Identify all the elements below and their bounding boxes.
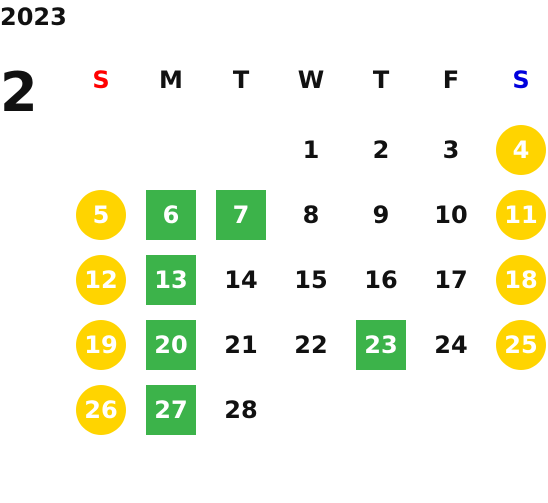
day-cell-16[interactable]: 16: [351, 255, 411, 305]
day-number: 25: [504, 331, 538, 359]
day-number: 28: [224, 396, 258, 424]
day-cell-19[interactable]: 19: [71, 320, 131, 370]
day-number: 22: [294, 331, 328, 359]
day-number: 6: [162, 201, 180, 229]
day-cell-15[interactable]: 15: [281, 255, 341, 305]
day-number: 9: [372, 201, 390, 229]
day-cell-18[interactable]: 18: [491, 255, 548, 305]
marked-box: [146, 320, 196, 370]
day-cell-8[interactable]: 8: [281, 190, 341, 240]
weekday-header-5: F: [442, 66, 460, 94]
day-number: 19: [84, 331, 118, 359]
day-number: 24: [434, 331, 468, 359]
day-cell-3[interactable]: 3: [421, 125, 481, 175]
day-number: 1: [302, 136, 320, 164]
holiday-circle: [496, 125, 546, 175]
day-cell-22[interactable]: 22: [281, 320, 341, 370]
day-cell-1[interactable]: 1: [281, 125, 341, 175]
day-number: 26: [84, 396, 118, 424]
weekday-header-3: W: [297, 66, 325, 94]
day-number: 8: [302, 201, 320, 229]
day-cell-24[interactable]: 24: [421, 320, 481, 370]
day-cell-14[interactable]: 14: [211, 255, 271, 305]
day-cell-20[interactable]: 20: [141, 320, 201, 370]
day-number: 11: [504, 201, 538, 229]
marked-box: [146, 190, 196, 240]
marked-box: [216, 190, 266, 240]
marked-box: [356, 320, 406, 370]
day-number: 15: [294, 266, 328, 294]
day-number: 3: [442, 136, 460, 164]
day-cell-17[interactable]: 17: [421, 255, 481, 305]
day-cell-2[interactable]: 2: [351, 125, 411, 175]
day-cell-10[interactable]: 10: [421, 190, 481, 240]
day-number: 14: [224, 266, 258, 294]
holiday-circle: [76, 190, 126, 240]
weekday-header-2: T: [232, 66, 250, 94]
day-number: 2: [372, 136, 390, 164]
weekday-header-0: S: [92, 66, 110, 94]
day-cell-6[interactable]: 6: [141, 190, 201, 240]
day-number: 23: [364, 331, 398, 359]
day-number: 20: [154, 331, 188, 359]
day-cell-25[interactable]: 25: [491, 320, 548, 370]
holiday-circle: [496, 320, 546, 370]
day-number: 18: [504, 266, 538, 294]
holiday-circle: [496, 255, 546, 305]
day-cell-9[interactable]: 9: [351, 190, 411, 240]
weekday-header-1: M: [159, 66, 183, 94]
holiday-circle: [76, 255, 126, 305]
day-number: 5: [92, 201, 110, 229]
day-number: 4: [512, 136, 530, 164]
day-cell-11[interactable]: 11: [491, 190, 548, 240]
day-number: 21: [224, 331, 258, 359]
marked-box: [146, 385, 196, 435]
day-number: 10: [434, 201, 468, 229]
day-number: 17: [434, 266, 468, 294]
day-number: 13: [154, 266, 188, 294]
day-cell-27[interactable]: 27: [141, 385, 201, 435]
day-cell-4[interactable]: 4: [491, 125, 548, 175]
day-cell-23[interactable]: 23: [351, 320, 411, 370]
holiday-circle: [76, 320, 126, 370]
day-cell-7[interactable]: 7: [211, 190, 271, 240]
month-number: 2: [0, 61, 38, 124]
marked-box: [146, 255, 196, 305]
holiday-circle: [496, 190, 546, 240]
day-cell-12[interactable]: 12: [71, 255, 131, 305]
day-number: 12: [84, 266, 118, 294]
day-number: 27: [154, 396, 188, 424]
day-cell-26[interactable]: 26: [71, 385, 131, 435]
day-number: 16: [364, 266, 398, 294]
year-label: 2023: [0, 3, 67, 31]
weekday-header-4: T: [372, 66, 390, 94]
day-cell-28[interactable]: 28: [211, 385, 271, 435]
day-cell-5[interactable]: 5: [71, 190, 131, 240]
day-number: 7: [232, 201, 250, 229]
day-cell-21[interactable]: 21: [211, 320, 271, 370]
day-cell-13[interactable]: 13: [141, 255, 201, 305]
weekday-header-6: S: [512, 66, 530, 94]
holiday-circle: [76, 385, 126, 435]
